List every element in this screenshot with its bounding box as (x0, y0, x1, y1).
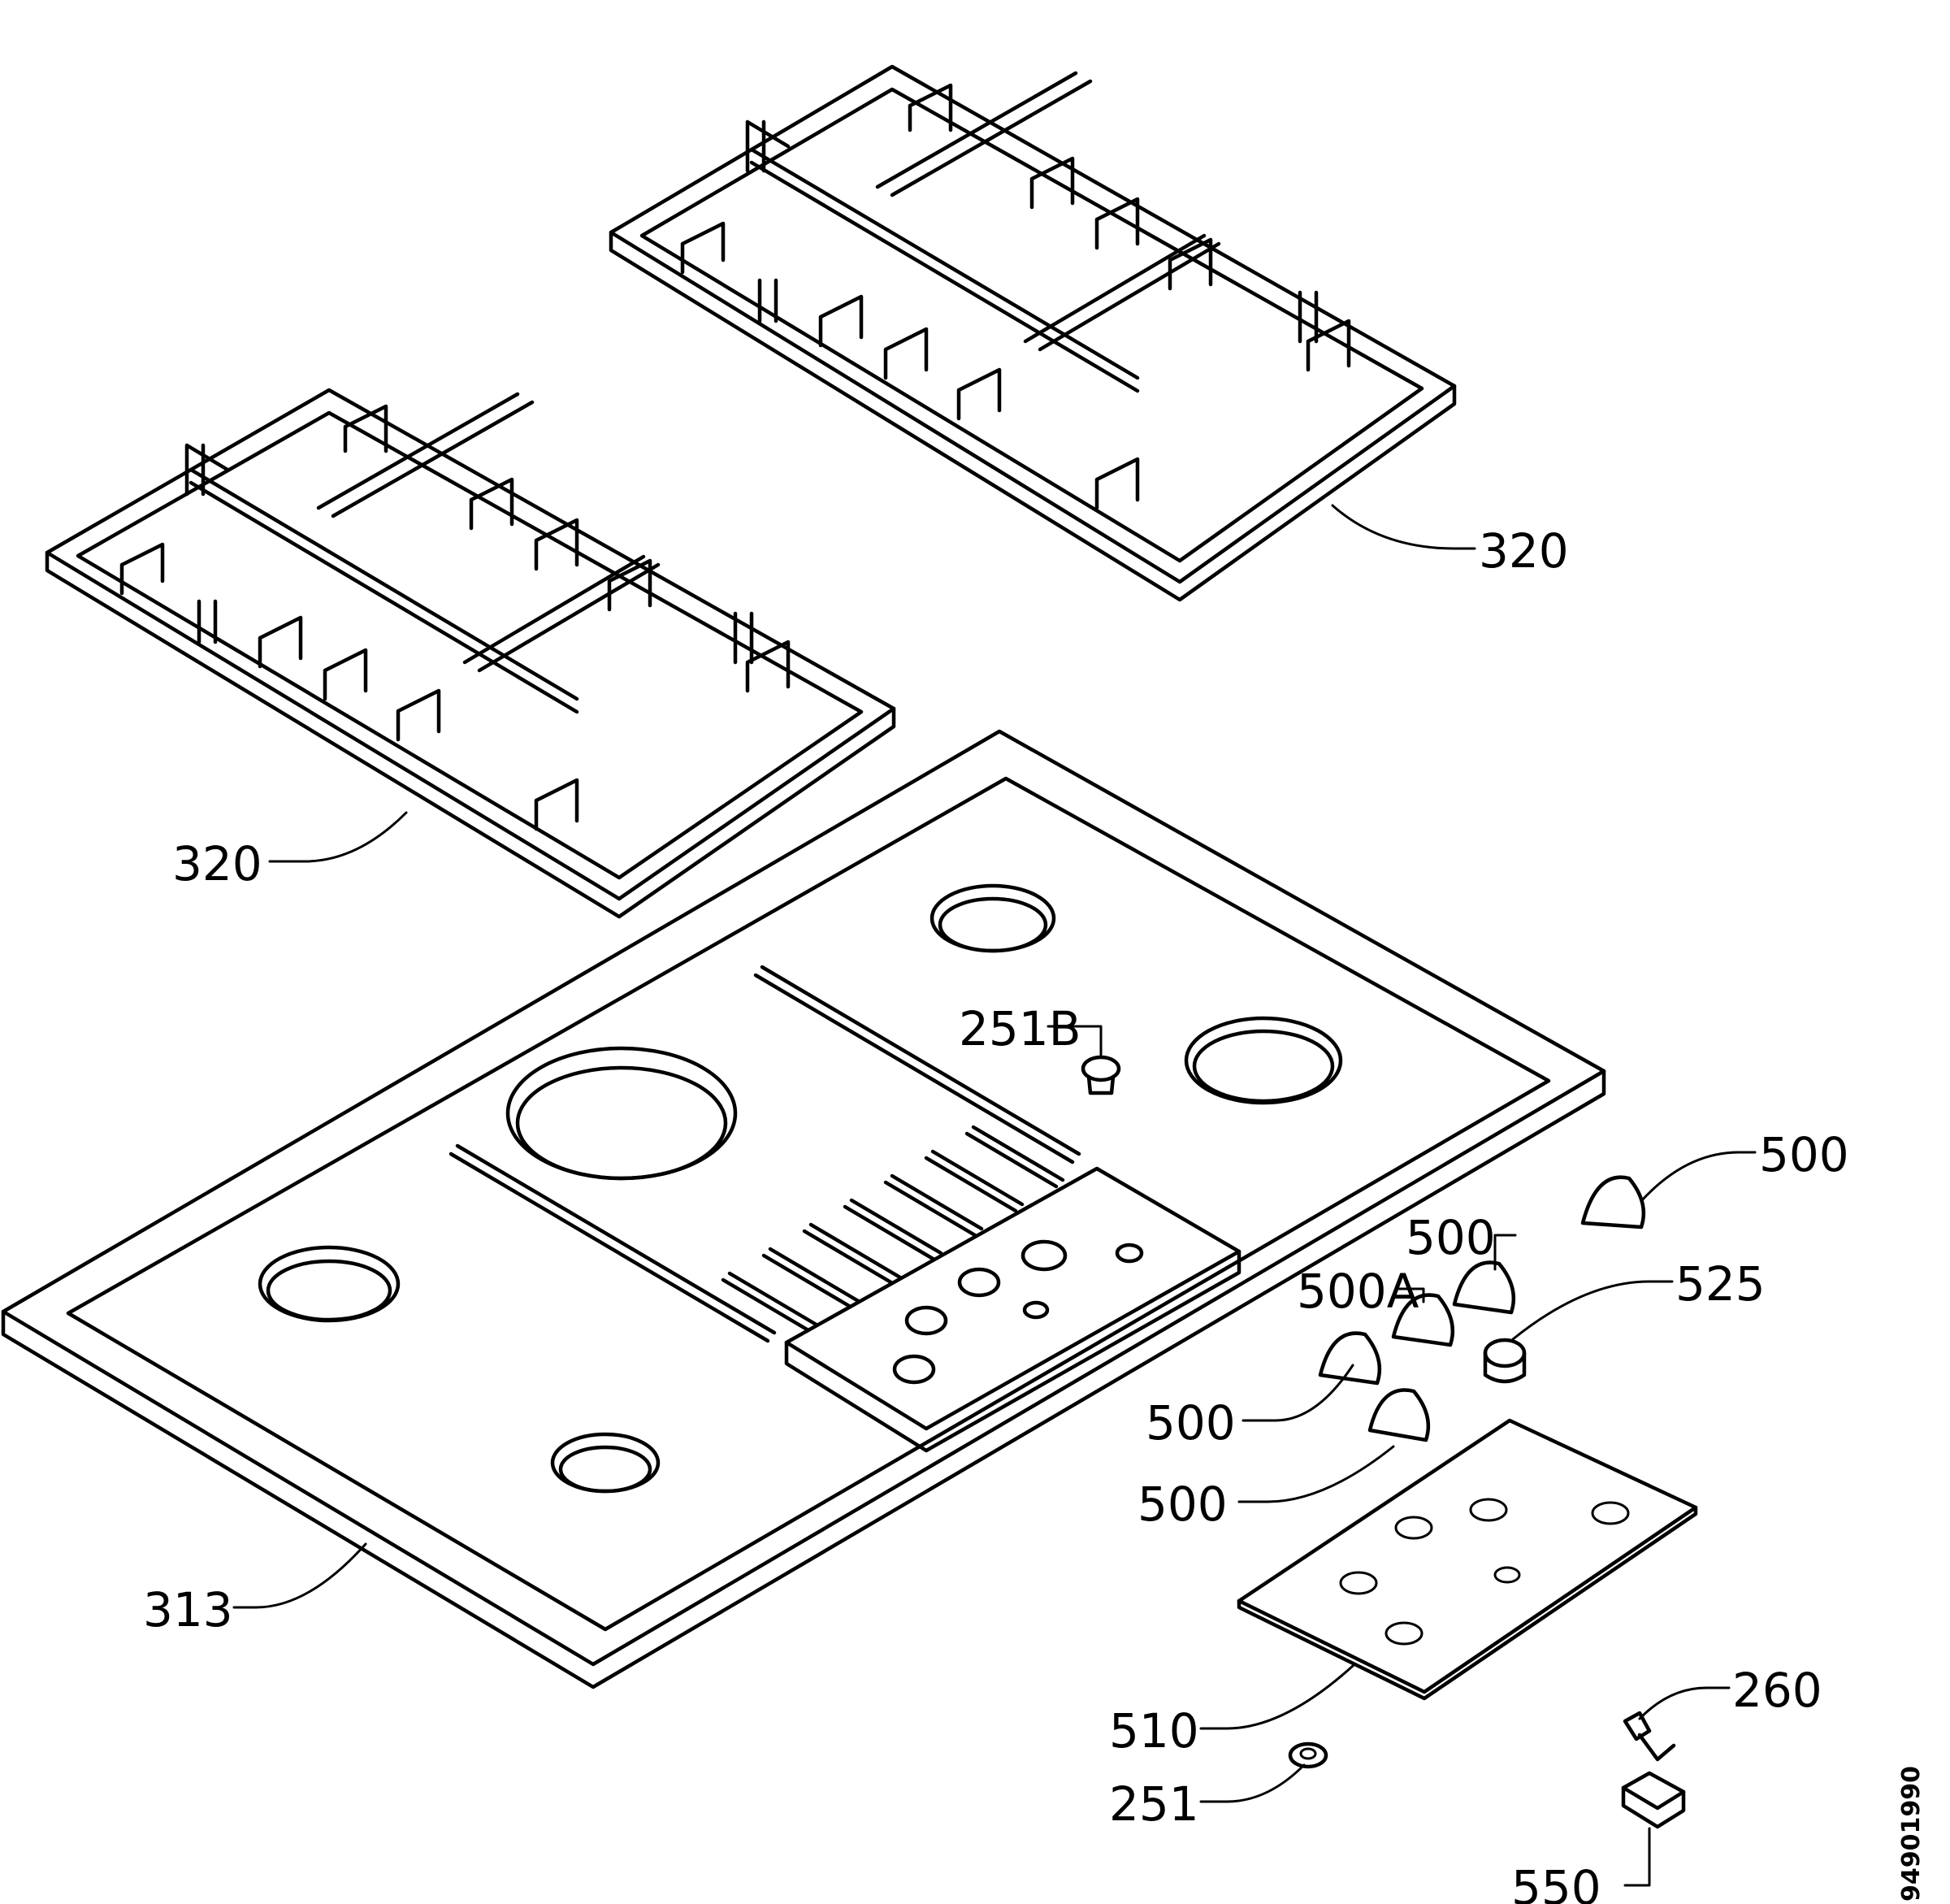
injector-251 (1288, 1741, 1328, 1769)
label-500-top: 500 (1759, 1127, 1849, 1182)
pan-support-grid-right (609, 64, 1457, 602)
knob-500-low (1367, 1388, 1431, 1442)
control-panel-510 (1237, 1418, 1698, 1701)
leader-lines (232, 504, 1757, 1887)
knob-500-upper (1452, 1260, 1516, 1315)
label-260: 260 (1732, 1663, 1822, 1718)
label-500a: 500A (1297, 1264, 1419, 1319)
label-510: 510 (1109, 1703, 1199, 1759)
knob-500-top (1580, 1175, 1646, 1230)
label-320-left: 320 (172, 836, 262, 891)
label-251: 251 (1109, 1776, 1199, 1832)
label-500-upper: 500 (1406, 1210, 1496, 1265)
button-525 (1483, 1338, 1527, 1384)
label-550: 550 (1511, 1860, 1601, 1904)
hob-top-plate (1, 729, 1606, 1689)
knob-500-mid (1318, 1331, 1382, 1386)
knob-500a (1391, 1293, 1455, 1347)
switch-550 (1621, 1771, 1686, 1829)
label-320-right: 320 (1479, 523, 1569, 579)
clip-260 (1623, 1711, 1676, 1762)
label-500-mid: 500 (1146, 1395, 1236, 1451)
label-500-low: 500 (1138, 1477, 1228, 1532)
document-number: 94901990 (1897, 1766, 1926, 1902)
label-251b: 251B (959, 1001, 1081, 1056)
callout-labels: 320 320 313 251B 500 500 500A 500 500 52… (143, 523, 1926, 1904)
pan-support-grid-left (45, 388, 896, 919)
label-525: 525 (1675, 1256, 1766, 1312)
label-313: 313 (143, 1582, 233, 1637)
